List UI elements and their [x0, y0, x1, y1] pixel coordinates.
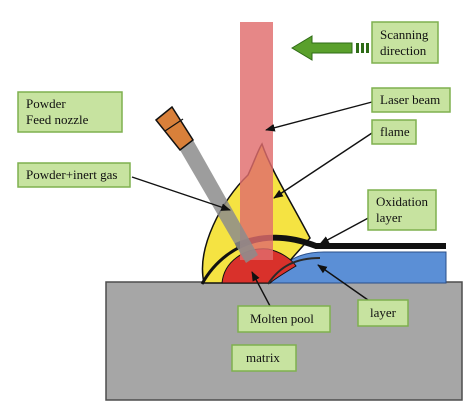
label-powder-inert-gas-text: Powder+inert gas	[26, 167, 117, 182]
leader-molten-pool	[251, 271, 271, 307]
nozzle-tip-divider	[164, 118, 184, 132]
label-molten-pool-text: Molten pool	[250, 311, 314, 326]
label-scanning-direction: Scanning direction	[371, 21, 439, 64]
label-matrix-text: matrix	[246, 350, 280, 365]
leader-flame	[273, 132, 373, 199]
label-layer-text: layer	[370, 305, 397, 320]
label-molten-pool: Molten pool	[237, 305, 331, 333]
label-matrix: matrix	[231, 344, 297, 372]
label-oxidation-layer: Oxidation layer	[367, 189, 437, 231]
label-powder-inert-gas: Powder+inert gas	[17, 162, 131, 188]
leader-layer	[317, 264, 369, 301]
deposited-layer	[269, 251, 447, 284]
leader-powder-gas	[131, 176, 231, 211]
label-powder-feed-nozzle: Powder Feed nozzle	[17, 91, 123, 133]
label-oxidation-layer-line1: Oxidation	[376, 194, 428, 209]
layer-edge-shadow	[267, 257, 321, 285]
laser-beam	[240, 22, 273, 260]
label-scanning-direction-line1: Scanning	[380, 27, 429, 42]
label-scanning-direction-line2: direction	[380, 43, 427, 58]
label-flame-text: flame	[380, 124, 410, 139]
leader-laser-beam	[265, 101, 373, 132]
label-powder-feed-nozzle-line1: Powder	[26, 96, 66, 111]
label-flame: flame	[371, 119, 417, 145]
leader-oxidation-layer	[319, 215, 373, 245]
nozzle-tube	[180, 140, 258, 263]
scanning-direction-arrow-icon	[291, 35, 369, 61]
label-laser-beam: Laser beam	[371, 87, 451, 113]
label-laser-beam-text: Laser beam	[380, 92, 440, 107]
label-oxidation-layer-line2: layer	[376, 210, 403, 225]
label-powder-feed-nozzle-line2: Feed nozzle	[26, 112, 89, 127]
nozzle-tip	[154, 105, 195, 152]
label-layer: layer	[357, 299, 409, 327]
